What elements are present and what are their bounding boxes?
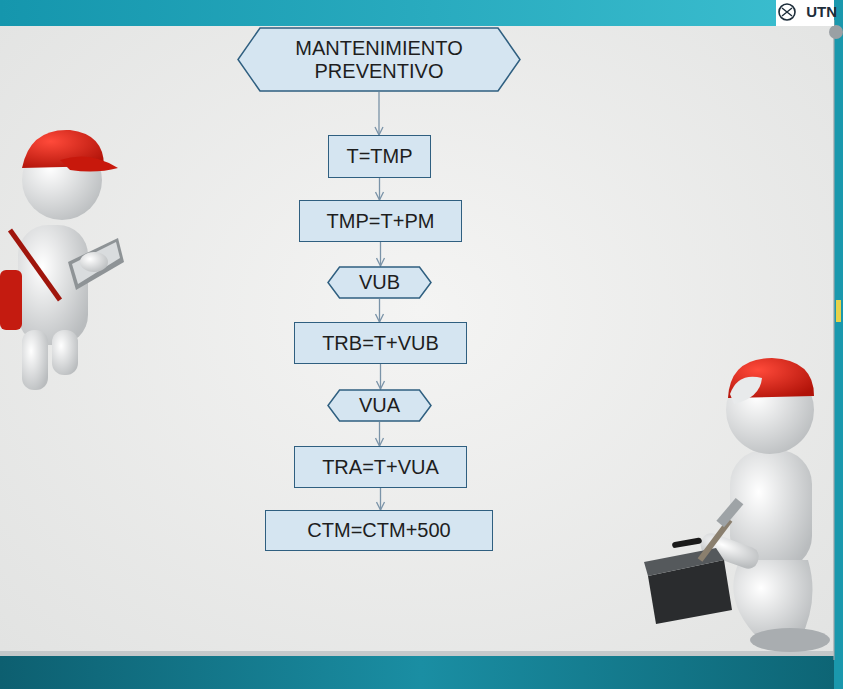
logo-text: UTN (806, 3, 837, 20)
process-box: T=TMP (328, 135, 431, 178)
flow-arrow (380, 488, 381, 510)
flow-arrow (379, 422, 380, 446)
process-box: CTM=CTM+500 (265, 510, 493, 551)
node-text: TMP=T+PM (327, 210, 435, 233)
io-hexagon: VUB (327, 266, 432, 299)
process-box: TRB=T+VUB (294, 322, 467, 364)
io-hexagon: MANTENIMIENTO PREVENTIVO (237, 27, 521, 92)
node-text: VUB (359, 271, 400, 294)
node-text: T=TMP (346, 145, 412, 168)
worker-figure-right (644, 358, 830, 652)
node-text: CTM=CTM+500 (307, 519, 450, 542)
flow-arrow (380, 364, 381, 389)
flow-arrow (379, 178, 380, 200)
node-text: MANTENIMIENTO PREVENTIVO (269, 37, 489, 83)
node-text: VUA (359, 394, 400, 417)
flow-arrow (379, 299, 380, 322)
process-box: TRA=T+VUA (294, 446, 467, 488)
flow-arrow (378, 92, 379, 135)
io-hexagon: VUA (327, 389, 432, 422)
node-text: TRA=T+VUA (322, 456, 439, 479)
flow-arrow (380, 242, 381, 266)
node-text: TRB=T+VUB (322, 332, 439, 355)
worker-figure-left (0, 130, 124, 390)
process-box: TMP=T+PM (299, 200, 462, 242)
